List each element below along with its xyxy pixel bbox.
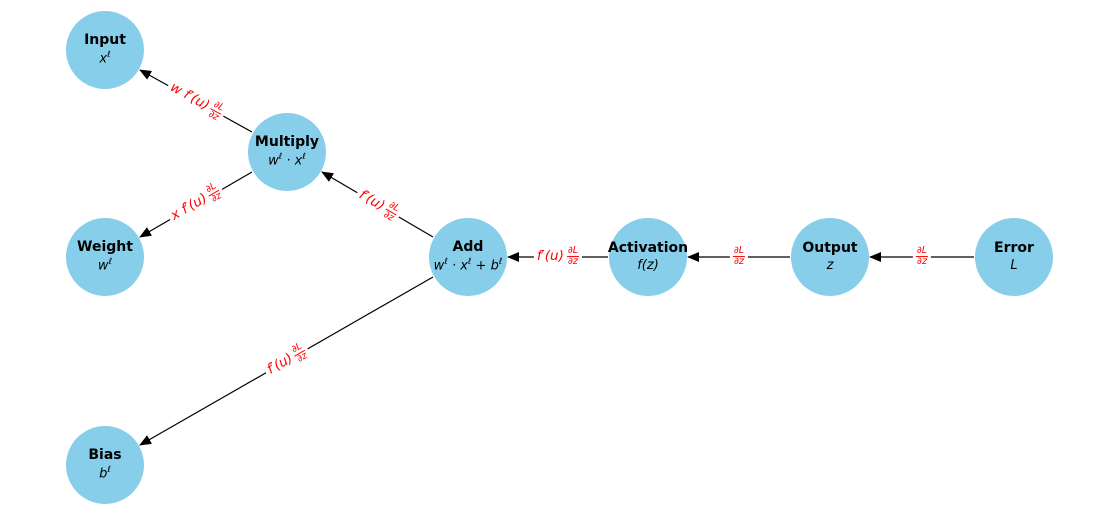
fraction: ∂L ∂z xyxy=(915,245,929,268)
node-formula: wℓ xyxy=(97,256,113,274)
fraction: ∂L ∂z xyxy=(732,245,746,268)
node-formula: z xyxy=(826,257,834,273)
fraction-numerator: ∂L xyxy=(915,245,929,258)
fraction-denominator: ∂z xyxy=(734,256,744,268)
node-error: Error L xyxy=(975,218,1053,296)
edge-label-activation-add: f′(u) ∂L ∂z xyxy=(533,245,583,269)
node-formula: xℓ xyxy=(99,49,111,67)
node-activation: Activation f(z) xyxy=(607,218,689,296)
node-title: Add xyxy=(452,238,484,255)
fraction-denominator: ∂z xyxy=(917,256,927,268)
node-formula: f(z) xyxy=(637,257,659,273)
edge-label-prefix: f′(u) xyxy=(536,248,564,265)
node-title: Output xyxy=(802,240,858,257)
node-title: Bias xyxy=(88,446,122,463)
node-title: Activation xyxy=(607,240,689,257)
node-formula: bℓ xyxy=(99,464,111,482)
node-input: Input xℓ xyxy=(66,11,144,89)
node-formula: wℓ · xℓ xyxy=(268,151,306,169)
edge-label-error-output: ∂L ∂z xyxy=(912,245,932,269)
node-title: Input xyxy=(84,31,126,48)
node-title: Multiply xyxy=(254,133,320,150)
node-weight: Weight wℓ xyxy=(66,218,144,296)
node-output: Output z xyxy=(791,218,869,296)
node-multiply: Multiply wℓ · xℓ xyxy=(248,113,326,191)
node-bias: Bias bℓ xyxy=(66,426,144,504)
node-title: Error xyxy=(994,240,1034,257)
node-formula: wℓ · xℓ + bℓ xyxy=(433,256,503,274)
fraction-numerator: ∂L xyxy=(732,245,746,258)
fraction-numerator: ∂L xyxy=(566,245,580,258)
fraction-denominator: ∂z xyxy=(568,256,578,268)
fraction: ∂L ∂z xyxy=(566,245,580,268)
edge-label-output-activation: ∂L ∂z xyxy=(729,245,749,269)
node-title: Weight xyxy=(77,238,133,255)
node-add: Add wℓ · xℓ + bℓ xyxy=(429,218,507,296)
node-formula: L xyxy=(1010,257,1018,273)
